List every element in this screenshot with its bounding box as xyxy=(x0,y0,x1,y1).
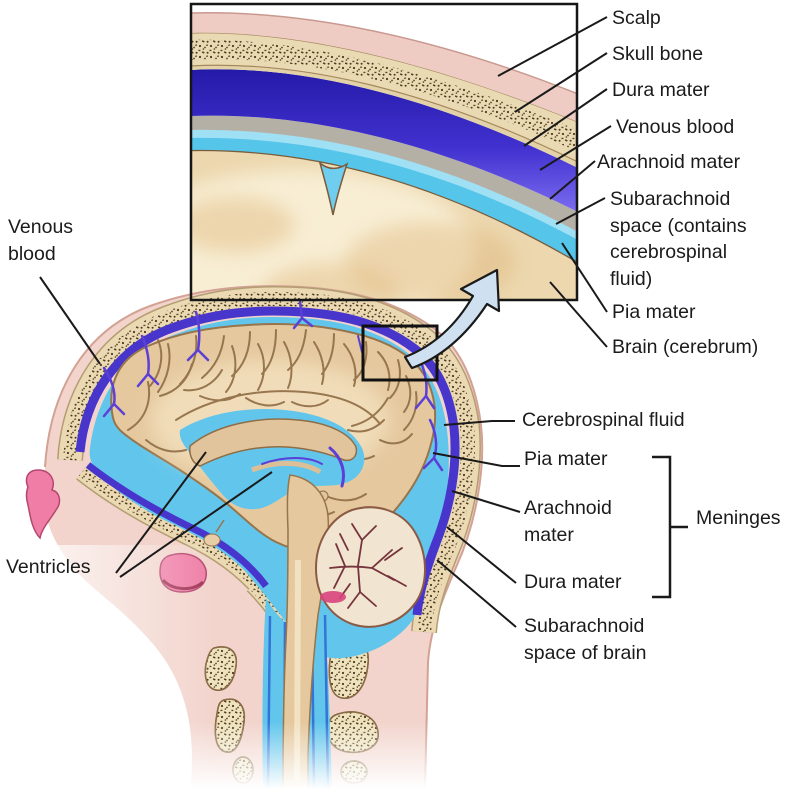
leader-csf xyxy=(443,420,515,426)
leader-venous-inset xyxy=(539,125,612,171)
pituitary xyxy=(203,533,221,547)
leader-subarachnoid-inset xyxy=(555,197,606,225)
zoom-arrow-icon xyxy=(403,268,501,370)
leader-subarachnoid-main xyxy=(436,559,517,628)
label-skull-bone: Skull bone xyxy=(612,43,704,65)
label-subarachnoid-main: Subarachnoid space of brain xyxy=(524,615,647,664)
leader-scalp xyxy=(497,16,608,77)
gyri-sulci xyxy=(127,329,418,517)
label-arachnoid-inset: Arachnoid mater xyxy=(597,151,741,173)
label-pia-mater-inset: Pia mater xyxy=(612,301,696,323)
label-brain-cerebrum: Brain (cerebrum) xyxy=(612,336,759,358)
leader-pia-inset xyxy=(561,242,608,313)
inset-scalp-band xyxy=(191,12,577,122)
leader-lines xyxy=(39,16,612,628)
inset-arachnoid-band xyxy=(191,115,577,232)
leader-ventricle-1 xyxy=(115,451,207,574)
label-venous-blood-main: Venous blood xyxy=(8,216,74,265)
label-dura-mater-main: Dura mater xyxy=(524,571,622,593)
inset-border xyxy=(189,2,579,302)
label-pia-mater-main: Pia mater xyxy=(524,448,608,470)
leader-pia-main xyxy=(432,452,520,467)
inset-pia-line xyxy=(191,148,577,263)
leader-dura-inset xyxy=(523,88,608,147)
label-cerebrospinal-fluid: Cerebrospinal fluid xyxy=(522,409,685,431)
frontal-sinus xyxy=(25,469,61,540)
straight-sinus xyxy=(320,591,346,603)
leader-arachnoid-inset xyxy=(549,160,596,200)
leader-ventricle-2 xyxy=(119,471,273,578)
leader-skull-bone xyxy=(514,52,608,113)
label-ventricles: Ventricles xyxy=(6,556,91,578)
leader-dura-main xyxy=(446,526,517,584)
corpus-callosum xyxy=(189,418,358,467)
label-scalp: Scalp xyxy=(612,7,661,29)
inset-panel xyxy=(191,4,577,300)
label-subarachnoid-inset: Subarachnoid space (contains cerebrospin… xyxy=(610,188,747,290)
fornix xyxy=(251,460,322,475)
head-illustration xyxy=(25,285,484,789)
meninges-bracket xyxy=(652,455,688,599)
leader-venous-left xyxy=(39,276,101,365)
label-arachnoid-main: Arachnoid mater xyxy=(524,497,612,546)
inset-dura-band xyxy=(191,69,577,212)
label-meninges: Meninges xyxy=(696,507,781,529)
label-venous-blood-inset: Venous blood xyxy=(616,116,735,138)
leader-arachnoid-main xyxy=(451,490,521,513)
inset-bone-band xyxy=(191,32,577,162)
label-dura-mater-inset: Dura mater xyxy=(612,79,710,101)
skull-dome xyxy=(57,286,481,634)
leader-brain xyxy=(549,281,608,348)
inset-sulcus xyxy=(318,160,349,216)
